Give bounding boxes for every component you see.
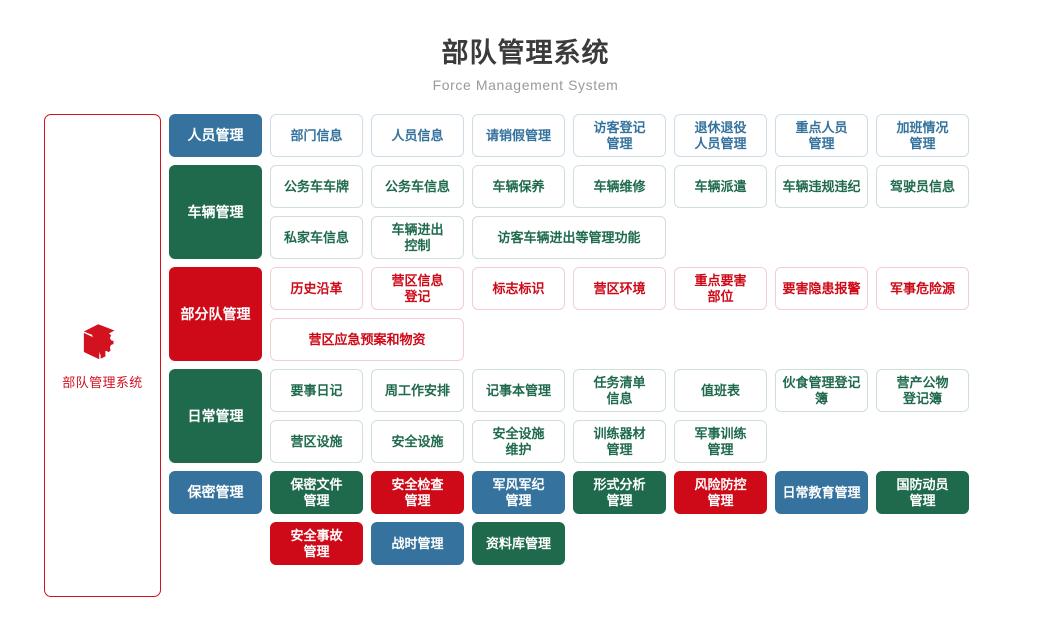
module-tile-军风军纪管理[interactable]: 军风军纪管理 (472, 471, 565, 514)
category-部分队管理[interactable]: 部分队管理 (169, 267, 262, 361)
module-tile-访客车辆进出等管理功能[interactable]: 访客车辆进出等管理功能 (472, 216, 666, 259)
module-items: 公务车车牌公务车信息车辆保养车辆维修车辆派遣车辆违规违纪驾驶员信息私家车信息车辆… (270, 165, 969, 259)
category-人员管理[interactable]: 人员管理 (169, 114, 262, 157)
module-items: 安全事故管理战时管理资料库管理 (270, 522, 969, 565)
module-tile-营区设施[interactable]: 营区设施 (270, 420, 363, 463)
module-tile-军事训练管理[interactable]: 军事训练管理 (674, 420, 767, 463)
module-tile-私家车信息[interactable]: 私家车信息 (270, 216, 363, 259)
category-日常管理[interactable]: 日常管理 (169, 369, 262, 463)
module-subrow: 营区设施安全设施安全设施维护训练器材管理军事训练管理 (270, 420, 969, 463)
module-row: 部分队管理历史沿革营区信息登记标志标识营区环境重点要害部位要害隐患报警军事危险源… (169, 267, 969, 361)
module-subrow: 公务车车牌公务车信息车辆保养车辆维修车辆派遣车辆违规违纪驾驶员信息 (270, 165, 969, 208)
module-subrow: 历史沿革营区信息登记标志标识营区环境重点要害部位要害隐患报警军事危险源 (270, 267, 969, 310)
module-tile-车辆进出控制[interactable]: 车辆进出控制 (371, 216, 464, 259)
module-tile-伙食管理登记簿[interactable]: 伙食管理登记簿 (775, 369, 868, 412)
module-tile-标志标识[interactable]: 标志标识 (472, 267, 565, 310)
module-tile-加班情况管理[interactable]: 加班情况管理 (876, 114, 969, 157)
module-subrow: 安全事故管理战时管理资料库管理 (270, 522, 969, 565)
module-tile-值班表[interactable]: 值班表 (674, 369, 767, 412)
module-tile-车辆保养[interactable]: 车辆保养 (472, 165, 565, 208)
module-row: 车辆管理公务车车牌公务车信息车辆保养车辆维修车辆派遣车辆违规违纪驾驶员信息私家车… (169, 165, 969, 259)
module-tile-营产公物登记簿[interactable]: 营产公物登记簿 (876, 369, 969, 412)
module-tile-战时管理[interactable]: 战时管理 (371, 522, 464, 565)
module-row: 日常管理要事日记周工作安排记事本管理任务清单信息值班表伙食管理登记簿营产公物登记… (169, 369, 969, 463)
module-tile-营区信息登记[interactable]: 营区信息登记 (371, 267, 464, 310)
page-title: 部队管理系统 (441, 38, 610, 68)
module-tile-国防动员管理[interactable]: 国防动员管理 (876, 471, 969, 514)
page-header: 部队管理系统 Force Management System (0, 0, 1051, 94)
module-tile-军事危险源[interactable]: 军事危险源 (876, 267, 969, 310)
module-row: 保密管理保密文件管理安全检查管理军风军纪管理形式分析管理风险防控管理日常教育管理… (169, 471, 969, 514)
category-spacer (169, 522, 262, 565)
sidebar-system-panel[interactable]: 部队管理系统 (44, 114, 161, 597)
module-tile-公务车信息[interactable]: 公务车信息 (371, 165, 464, 208)
module-tile-安全事故管理[interactable]: 安全事故管理 (270, 522, 363, 565)
module-items: 要事日记周工作安排记事本管理任务清单信息值班表伙食管理登记簿营产公物登记簿营区设… (270, 369, 969, 463)
module-tile-请销假管理[interactable]: 请销假管理 (472, 114, 565, 157)
module-tile-重点要害部位[interactable]: 重点要害部位 (674, 267, 767, 310)
module-tile-营区环境[interactable]: 营区环境 (573, 267, 666, 310)
module-subrow: 保密文件管理安全检查管理军风军纪管理形式分析管理风险防控管理日常教育管理国防动员… (270, 471, 969, 514)
module-tile-车辆维修[interactable]: 车辆维修 (573, 165, 666, 208)
module-tile-历史沿革[interactable]: 历史沿革 (270, 267, 363, 310)
module-tile-驾驶员信息[interactable]: 驾驶员信息 (876, 165, 969, 208)
category-保密管理[interactable]: 保密管理 (169, 471, 262, 514)
module-tile-要害隐患报警[interactable]: 要害隐患报警 (775, 267, 868, 310)
module-tile-重点人员管理[interactable]: 重点人员管理 (775, 114, 868, 157)
module-tile-退休退役人员管理[interactable]: 退休退役人员管理 (674, 114, 767, 157)
module-tile-访客登记管理[interactable]: 访客登记管理 (573, 114, 666, 157)
module-tile-公务车车牌[interactable]: 公务车车牌 (270, 165, 363, 208)
module-subrow: 营区应急预案和物资 (270, 318, 969, 361)
module-subrow: 部门信息人员信息请销假管理访客登记管理退休退役人员管理重点人员管理加班情况管理 (270, 114, 969, 157)
module-tile-车辆派遣[interactable]: 车辆派遣 (674, 165, 767, 208)
module-tile-要事日记[interactable]: 要事日记 (270, 369, 363, 412)
module-tile-营区应急预案和物资[interactable]: 营区应急预案和物资 (270, 318, 464, 361)
module-grid: 人员管理部门信息人员信息请销假管理访客登记管理退休退役人员管理重点人员管理加班情… (169, 114, 969, 565)
module-tile-日常教育管理[interactable]: 日常教育管理 (775, 471, 868, 514)
page-subtitle: Force Management System (432, 77, 619, 93)
module-tile-任务清单信息[interactable]: 任务清单信息 (573, 369, 666, 412)
cube-gear-icon (83, 324, 118, 360)
module-tile-安全设施[interactable]: 安全设施 (371, 420, 464, 463)
module-tile-车辆违规违纪[interactable]: 车辆违规违纪 (775, 165, 868, 208)
module-tile-资料库管理[interactable]: 资料库管理 (472, 522, 565, 565)
module-subrow: 私家车信息车辆进出控制访客车辆进出等管理功能 (270, 216, 969, 259)
module-items: 保密文件管理安全检查管理军风军纪管理形式分析管理风险防控管理日常教育管理国防动员… (270, 471, 969, 514)
module-items: 部门信息人员信息请销假管理访客登记管理退休退役人员管理重点人员管理加班情况管理 (270, 114, 969, 157)
module-tile-部门信息[interactable]: 部门信息 (270, 114, 363, 157)
module-tile-形式分析管理[interactable]: 形式分析管理 (573, 471, 666, 514)
module-tile-安全设施维护[interactable]: 安全设施维护 (472, 420, 565, 463)
module-tile-风险防控管理[interactable]: 风险防控管理 (674, 471, 767, 514)
sidebar-system-label: 部队管理系统 (62, 375, 143, 390)
module-items: 历史沿革营区信息登记标志标识营区环境重点要害部位要害隐患报警军事危险源营区应急预… (270, 267, 969, 361)
module-row: 安全事故管理战时管理资料库管理 (169, 522, 969, 565)
module-tile-人员信息[interactable]: 人员信息 (371, 114, 464, 157)
module-tile-记事本管理[interactable]: 记事本管理 (472, 369, 565, 412)
body-wrapper: 部队管理系统 人员管理部门信息人员信息请销假管理访客登记管理退休退役人员管理重点… (0, 94, 1051, 597)
module-tile-训练器材管理[interactable]: 训练器材管理 (573, 420, 666, 463)
module-tile-安全检查管理[interactable]: 安全检查管理 (371, 471, 464, 514)
category-车辆管理[interactable]: 车辆管理 (169, 165, 262, 259)
module-subrow: 要事日记周工作安排记事本管理任务清单信息值班表伙食管理登记簿营产公物登记簿 (270, 369, 969, 412)
module-tile-保密文件管理[interactable]: 保密文件管理 (270, 471, 363, 514)
module-row: 人员管理部门信息人员信息请销假管理访客登记管理退休退役人员管理重点人员管理加班情… (169, 114, 969, 157)
module-tile-周工作安排[interactable]: 周工作安排 (371, 369, 464, 412)
